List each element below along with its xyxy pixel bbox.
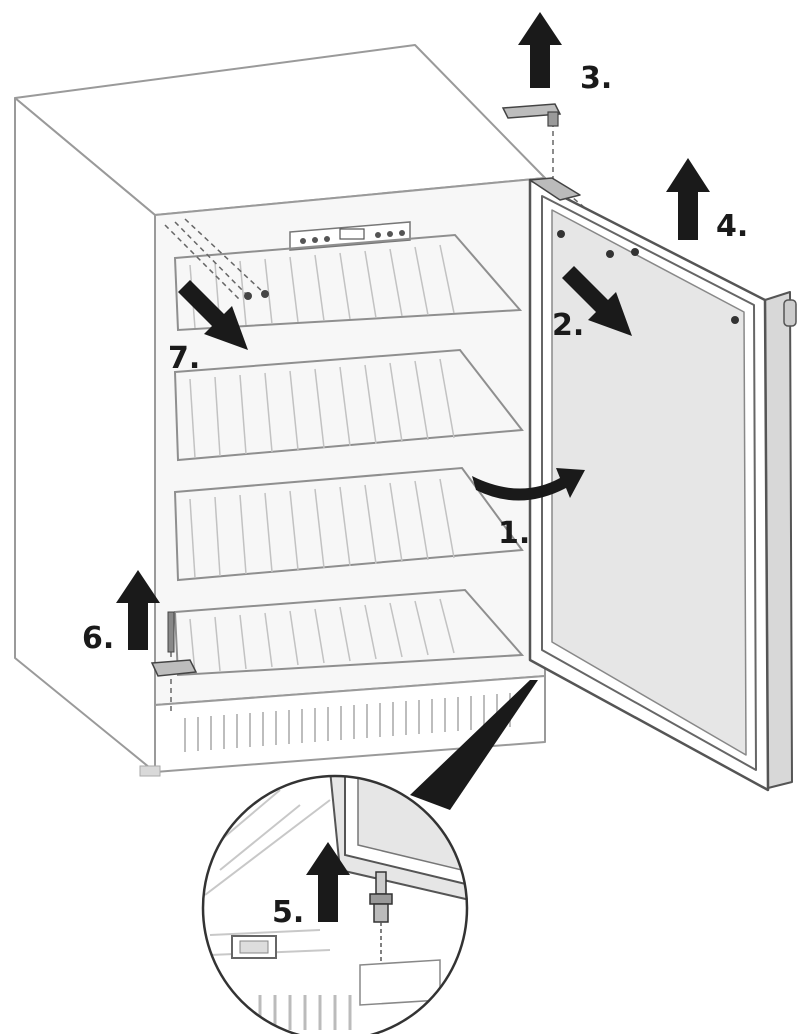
zoom-detail xyxy=(201,774,469,1034)
step-6-up-arrow-icon xyxy=(116,570,160,650)
cabinet-foot xyxy=(139,765,161,777)
door-edge xyxy=(764,291,793,789)
shelf-4 xyxy=(173,588,525,677)
hinge-screw xyxy=(167,611,175,653)
door xyxy=(528,177,797,792)
top-hinge-bracket xyxy=(501,103,562,127)
step-label-6: 6. xyxy=(82,621,114,656)
hinge-holes xyxy=(244,290,269,300)
step-label-1: 1. xyxy=(498,516,530,551)
step-2-diagonal-arrow-icon xyxy=(562,266,632,336)
step-5-up-arrow-icon xyxy=(306,842,350,922)
shelf-1 xyxy=(173,233,523,332)
shelf-3 xyxy=(173,466,524,582)
door-handle xyxy=(783,299,797,327)
bottom-hinge-bracket xyxy=(150,611,198,677)
step-1-swing-arrow-icon xyxy=(472,468,585,501)
step-7-diagonal-arrow-icon xyxy=(178,280,248,350)
step-label-2: 2. xyxy=(552,308,584,343)
shelf-2 xyxy=(173,348,524,462)
step-label-5: 5. xyxy=(272,895,304,930)
door-gasket xyxy=(541,195,757,771)
control-panel xyxy=(289,221,411,251)
door-panel xyxy=(551,209,747,756)
step-label-3: 3. xyxy=(580,61,612,96)
kick-plate xyxy=(154,675,546,773)
kick-plate-vents xyxy=(184,693,511,752)
magnifier-cone xyxy=(410,680,538,810)
cabinet-side xyxy=(14,97,156,773)
cabinet xyxy=(14,44,546,773)
step-label-7: 7. xyxy=(168,341,200,376)
shelf-wires xyxy=(189,244,455,674)
step-4-up-arrow-icon xyxy=(666,158,710,240)
door-top-hinge xyxy=(529,177,581,201)
wire-shelves xyxy=(173,233,525,677)
step-label-4: 4. xyxy=(716,209,748,244)
step-3-up-arrow-icon xyxy=(518,12,562,88)
